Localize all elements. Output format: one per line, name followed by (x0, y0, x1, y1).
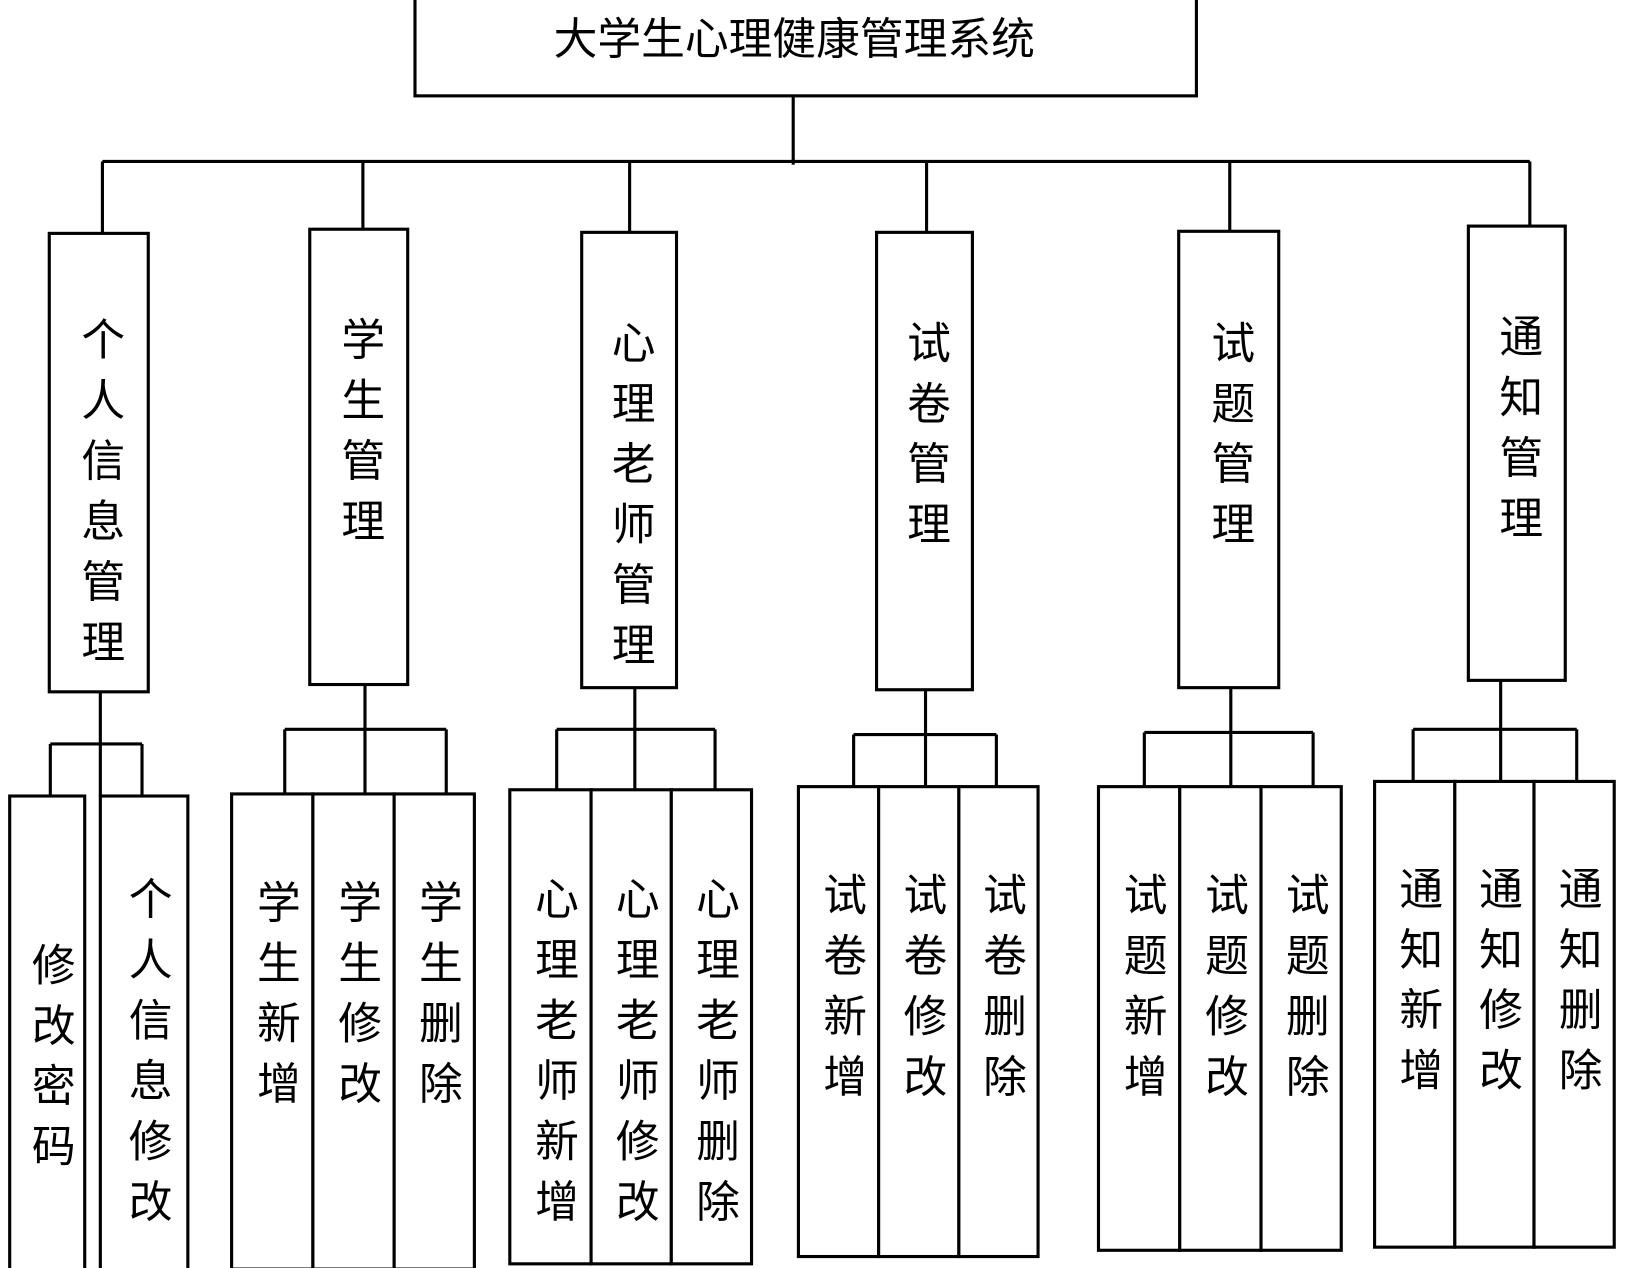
submodule: 试题新增 (1096, 785, 1182, 1252)
module-box (308, 227, 410, 687)
root-title: 大学生心理健康管理系统 (554, 14, 1035, 65)
submodule-box (1373, 779, 1457, 1249)
submodule: 试题修改 (1178, 785, 1263, 1252)
submodule-label: 心理老师新增 (527, 876, 578, 1239)
submodule-label: 心理老师修改 (608, 876, 660, 1239)
root-box (413, 0, 1198, 98)
submodule: 通知新增 (1373, 779, 1457, 1249)
submodule-box (669, 788, 754, 1266)
submodule-label: 试卷删除 (975, 872, 1026, 1114)
module-label: 学生管理 (333, 317, 384, 559)
submodule: 心理老师删除 (669, 788, 754, 1266)
submodule-label: 试卷修改 (895, 872, 947, 1114)
submodule-label: 修改密码 (24, 942, 76, 1184)
submodule: 通知修改 (1453, 779, 1536, 1249)
submodule-label: 试卷新增 (815, 872, 866, 1114)
module-2: 学生管理学生新增学生修改学生删除 (230, 161, 476, 1268)
submodule: 心理老师新增 (508, 788, 593, 1266)
module-label: 通知管理 (1491, 314, 1542, 556)
root-node: 大学生心理健康管理系统 (413, 0, 1198, 98)
module-box (580, 230, 679, 690)
submodule: 试卷删除 (957, 785, 1040, 1259)
submodule: 个人信息修改 (98, 794, 190, 1268)
submodule-box (1453, 779, 1536, 1249)
submodule-box (796, 785, 881, 1259)
module-label: 试卷管理 (899, 320, 950, 562)
module-6: 通知管理通知新增通知修改通知删除 (1373, 161, 1616, 1249)
submodule-box (311, 792, 396, 1268)
submodule-box (392, 792, 476, 1268)
submodule: 学生新增 (230, 792, 315, 1268)
module-label: 心理老师管理 (604, 320, 655, 683)
module-5: 试题管理试题新增试题修改试题删除 (1096, 161, 1343, 1252)
submodule-label: 试题修改 (1197, 872, 1249, 1114)
module-1: 个人信息管理修改密码个人信息修改 (8, 161, 190, 1268)
submodule: 学生修改 (311, 792, 396, 1268)
submodule-label: 心理老师删除 (688, 876, 739, 1239)
module-box (1177, 229, 1281, 690)
submodule-box (957, 785, 1040, 1259)
submodule-box (98, 794, 190, 1268)
submodule-label: 试题删除 (1278, 872, 1329, 1114)
submodule: 心理老师修改 (589, 788, 673, 1266)
submodule: 修改密码 (8, 794, 87, 1268)
submodule-box (589, 788, 673, 1266)
submodule: 通知删除 (1532, 779, 1616, 1249)
submodule-box (8, 794, 87, 1268)
submodule-box (1178, 785, 1263, 1252)
submodule-box (1259, 785, 1343, 1252)
submodule-label: 试题新增 (1116, 872, 1167, 1114)
submodule-label: 学生修改 (330, 879, 382, 1121)
submodule-box (230, 792, 315, 1268)
submodule-box (1532, 779, 1616, 1249)
submodule: 学生删除 (392, 792, 476, 1268)
module-label: 个人信息管理 (73, 317, 124, 680)
submodule: 试题删除 (1259, 785, 1343, 1252)
submodule-label: 通知删除 (1551, 866, 1602, 1108)
submodule: 试卷修改 (877, 785, 961, 1259)
module-box (874, 230, 974, 692)
submodule-label: 学生删除 (411, 879, 462, 1121)
submodule-label: 学生新增 (249, 879, 300, 1121)
submodule-label: 通知新增 (1391, 866, 1442, 1108)
module-4: 试卷管理试卷新增试卷修改试卷删除 (796, 161, 1040, 1259)
module-3: 心理老师管理心理老师新增心理老师修改心理老师删除 (508, 161, 754, 1266)
submodule-label: 通知修改 (1471, 866, 1523, 1108)
module-label: 试题管理 (1203, 320, 1254, 562)
modules: 个人信息管理修改密码个人信息修改学生管理学生新增学生修改学生删除心理老师管理心理… (8, 161, 1616, 1268)
submodule: 试卷新增 (796, 785, 881, 1259)
submodule-label: 个人信息修改 (121, 876, 173, 1239)
module-box (1466, 224, 1567, 682)
submodule-box (1096, 785, 1182, 1252)
